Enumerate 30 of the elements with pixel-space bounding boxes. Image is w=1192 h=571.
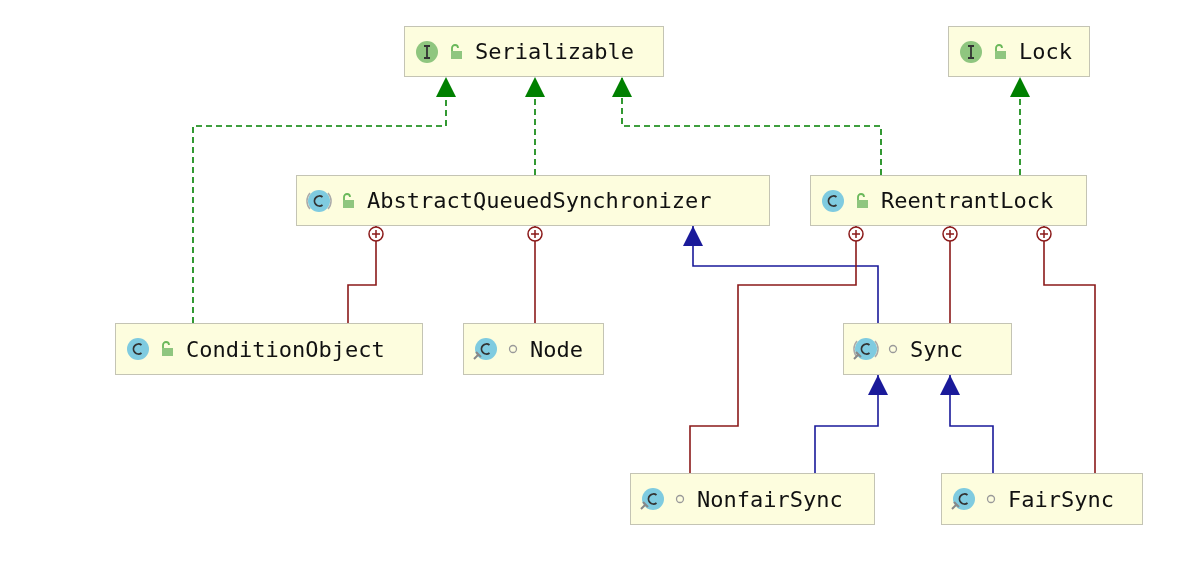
nested-class-connector <box>1036 225 1096 474</box>
class-box <box>296 175 770 226</box>
nested-class-connector <box>689 225 864 474</box>
inheritance-arrow <box>1010 76 1030 176</box>
class-box <box>115 323 423 375</box>
class-name: AbstractQueuedSynchronizer <box>367 188 712 213</box>
inheritance-arrow <box>612 76 882 176</box>
class-name: Serializable <box>475 39 634 64</box>
class-name: Lock <box>1019 39 1072 64</box>
inheritance-arrow <box>940 374 994 474</box>
class-box <box>948 26 1090 77</box>
inheritance-arrow <box>192 76 456 324</box>
nested-class-connector <box>347 225 384 324</box>
class-name: FairSync <box>1008 486 1114 512</box>
inheritance-arrow <box>525 76 545 176</box>
nested-class-connector <box>942 225 958 324</box>
class-box <box>463 323 604 375</box>
inheritance-arrow <box>683 225 879 324</box>
class-name: ReentrantLock <box>881 188 1054 213</box>
class-box <box>941 473 1143 525</box>
class-name: ConditionObject <box>186 336 385 362</box>
class-name: Sync <box>910 336 963 362</box>
class-box <box>404 26 664 77</box>
class-name: NonfairSync <box>697 486 843 512</box>
nested-class-connector <box>527 225 543 324</box>
class-name: Node <box>530 336 583 362</box>
class-box <box>630 473 875 525</box>
class-box <box>810 175 1087 226</box>
class-box <box>843 323 1012 375</box>
inheritance-arrow <box>814 374 888 474</box>
